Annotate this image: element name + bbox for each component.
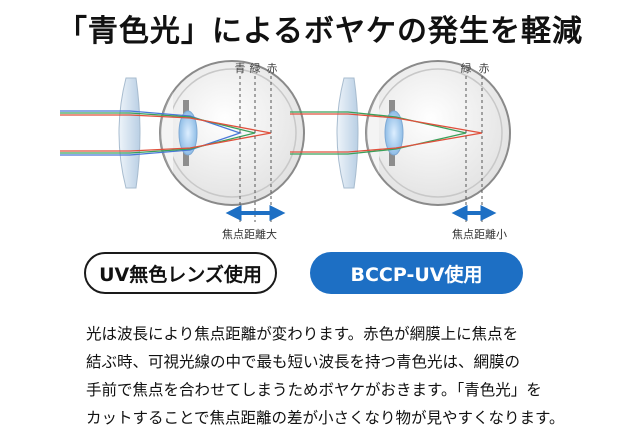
left-distance-label: 焦点距離大	[222, 227, 277, 241]
left-eyeball	[159, 60, 305, 206]
bccp-uv-button[interactable]: BCCP-UV使用	[310, 252, 523, 294]
bccp-uv-label: BCCP-UV使用	[350, 263, 483, 286]
right-distance-label: 焦点距離小	[452, 227, 507, 241]
right-label-red: 赤	[479, 62, 490, 75]
right-focus-lines	[465, 76, 483, 222]
right-label-green: 緑	[461, 61, 472, 75]
uv-clear-lens-button[interactable]: UV無色レンズ使用	[84, 252, 277, 294]
page-title: 「青色光」によるボヤケの発生を軽減	[56, 14, 584, 49]
right-glasses-lens	[336, 77, 359, 189]
left-glasses-lens	[118, 77, 141, 189]
right-eye-diagram: 緑 赤 焦点距離小	[290, 60, 511, 241]
left-eye-diagram: 青 緑 赤 焦点距離大	[60, 60, 305, 241]
description-line: 結ぶ時、可視光線の中で最も短い波長を持つ青色光は、網膜の	[86, 353, 521, 371]
left-label-green: 緑	[250, 61, 261, 75]
right-eyeball	[365, 60, 511, 206]
left-focus-lines	[239, 76, 272, 222]
description-line: カットすることで焦点距離の差が小さくなり物が見やすくなります。	[86, 409, 565, 427]
left-label-red: 赤	[267, 62, 278, 75]
description-line: 手前で焦点を合わせてしまうためボヤケがおきます。「青色光」を	[86, 381, 542, 399]
uv-clear-lens-label: UV無色レンズ使用	[99, 263, 262, 286]
description-line: 光は波長により焦点距離が変わります。赤色が網膜上に焦点を	[86, 325, 519, 343]
left-label-blue: 青	[235, 62, 246, 75]
focal-distance-diagram: 青 緑 赤 焦点距離大 緑 赤 焦点距離小	[60, 60, 511, 241]
description-text: 光は波長により焦点距離が変わります。赤色が網膜上に焦点を 結ぶ時、可視光線の中で…	[86, 320, 640, 432]
